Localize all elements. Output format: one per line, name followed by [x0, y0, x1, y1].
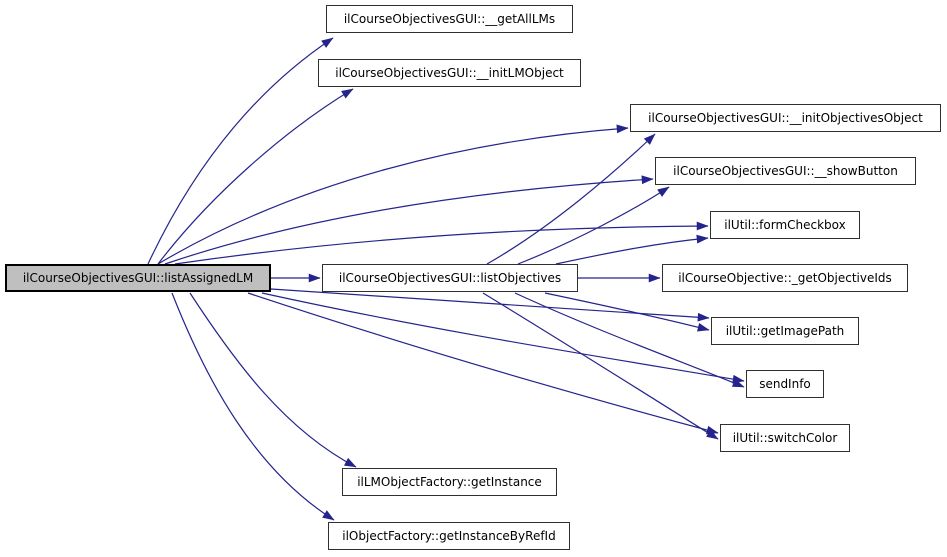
edge-listAssignedLM-to-formCheckbox [174, 221, 709, 265]
edge-listAssignedLM-to-initObjectivesObject [157, 124, 629, 265]
node-sendInfo[interactable]: sendInfo [746, 370, 824, 398]
edge-listObjectives-to-switchColor [482, 292, 719, 440]
node-getInstanceByRefId[interactable]: ilObjectFactory::getInstanceByRefId [328, 522, 570, 550]
node-formCheckbox[interactable]: ilUtil::formCheckbox [710, 211, 860, 239]
edge-listObjectives-to-getImagePath [544, 292, 710, 332]
node-getObjectiveIds[interactable]: ilCourseObjective::_getObjectiveIds [662, 264, 908, 292]
edge-listObjectives-to-sendInfo [514, 292, 745, 388]
edge-listAssignedLM-to-initLMObject [157, 88, 354, 265]
edge-listObjectives-to-formCheckbox [555, 234, 709, 265]
edge-listAssignedLM-to-getImagePath [270, 288, 710, 322]
edge-listAssignedLM-to-switchColor [247, 292, 719, 435]
edge-listAssignedLM-to-getAllLMs [147, 37, 334, 265]
node-getImagePath[interactable]: ilUtil::getImagePath [711, 317, 859, 345]
edge-listAssignedLM-to-getInstanceByRefId [171, 292, 335, 521]
node-initObjectivesObject[interactable]: ilCourseObjectivesGUI::__initObjectivesO… [630, 104, 941, 132]
node-switchColor[interactable]: ilUtil::switchColor [720, 424, 850, 452]
edge-listObjectives-to-initObjectivesObject [486, 133, 656, 265]
edge-listObjectives-to-showButton [517, 186, 670, 265]
node-getInstance[interactable]: ilLMObjectFactory::getInstance [342, 468, 557, 496]
edge-listAssignedLM-to-showButton [164, 175, 654, 265]
node-getAllLMs[interactable]: ilCourseObjectivesGUI::__getAllLMs [326, 5, 573, 33]
node-initLMObject[interactable]: ilCourseObjectivesGUI::__initLMObject [318, 59, 581, 87]
node-listObjectives[interactable]: ilCourseObjectivesGUI::listObjectives [322, 264, 578, 292]
node-listAssignedLM: ilCourseObjectivesGUI::listAssignedLM [5, 264, 271, 292]
edge-listAssignedLM-to-sendInfo [261, 292, 745, 384]
edge-listAssignedLM-to-getInstance [189, 292, 357, 468]
node-showButton[interactable]: ilCourseObjectivesGUI::__showButton [655, 157, 916, 185]
